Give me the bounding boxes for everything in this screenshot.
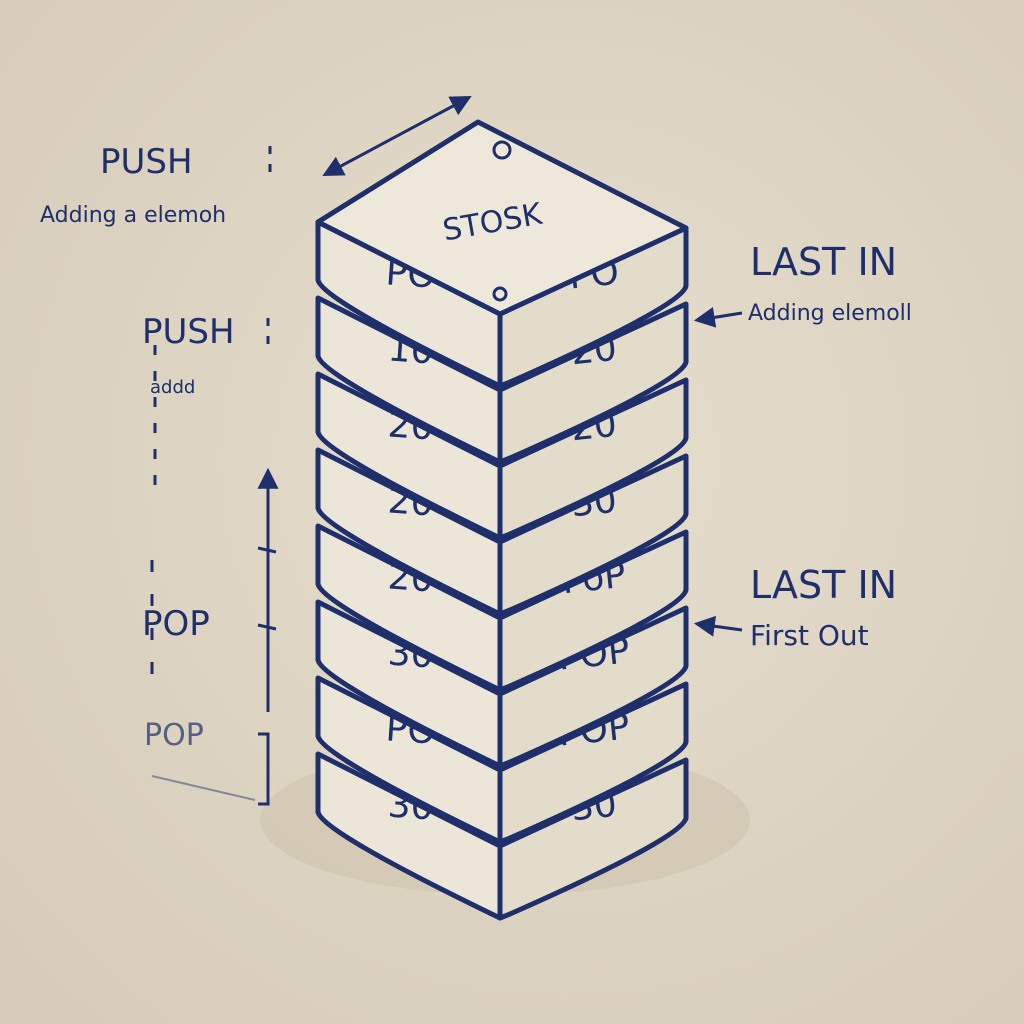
- right-annotations: LAST IN Adding elemoll LAST IN First Out: [693, 240, 912, 652]
- block-left-face: [315, 599, 503, 769]
- lifo-description: Adding elemoll: [748, 301, 912, 326]
- pop-label: POP: [142, 604, 210, 644]
- block-right-face: [497, 301, 689, 465]
- block-left-face: [315, 675, 503, 845]
- lifo-label: LAST IN: [750, 563, 897, 607]
- block-right-face: [497, 757, 689, 921]
- block-right-face: [497, 605, 689, 769]
- tick-mark: [257, 623, 277, 631]
- pop-bracket: [258, 732, 270, 806]
- lifo-description: First Out: [750, 619, 869, 652]
- pop-label: POP: [144, 718, 204, 753]
- block-left-face: [315, 523, 503, 693]
- pop-pointer-line: [151, 775, 256, 801]
- block-left-face: [315, 371, 503, 541]
- tick-mark: [257, 546, 277, 554]
- block-right-face: [497, 377, 689, 541]
- push-label: PUSH: [100, 142, 193, 182]
- block-right-face: [497, 225, 689, 389]
- block-left-face: [315, 447, 503, 617]
- block-left-face: [315, 295, 503, 465]
- block-right-face: [497, 681, 689, 845]
- block-right-face: [497, 529, 689, 693]
- push-description: Adding a elemoh: [40, 203, 226, 228]
- lifo-pointer-arrow: [693, 306, 743, 328]
- top-hole-icon: [492, 140, 512, 160]
- top-hole-icon: [492, 286, 508, 302]
- push-direction-arrow: [322, 96, 472, 176]
- block-left-face: [315, 751, 503, 921]
- block-left-face: [315, 219, 503, 389]
- lifo-pointer-arrow: [693, 615, 743, 637]
- block-right-face: [497, 453, 689, 617]
- left-annotations: PUSH Adding a elemoh PUSH addd POP POP: [40, 142, 279, 806]
- push-description: addd: [150, 377, 195, 398]
- lifo-label: LAST IN: [750, 240, 897, 284]
- push-label: PUSH: [142, 312, 235, 352]
